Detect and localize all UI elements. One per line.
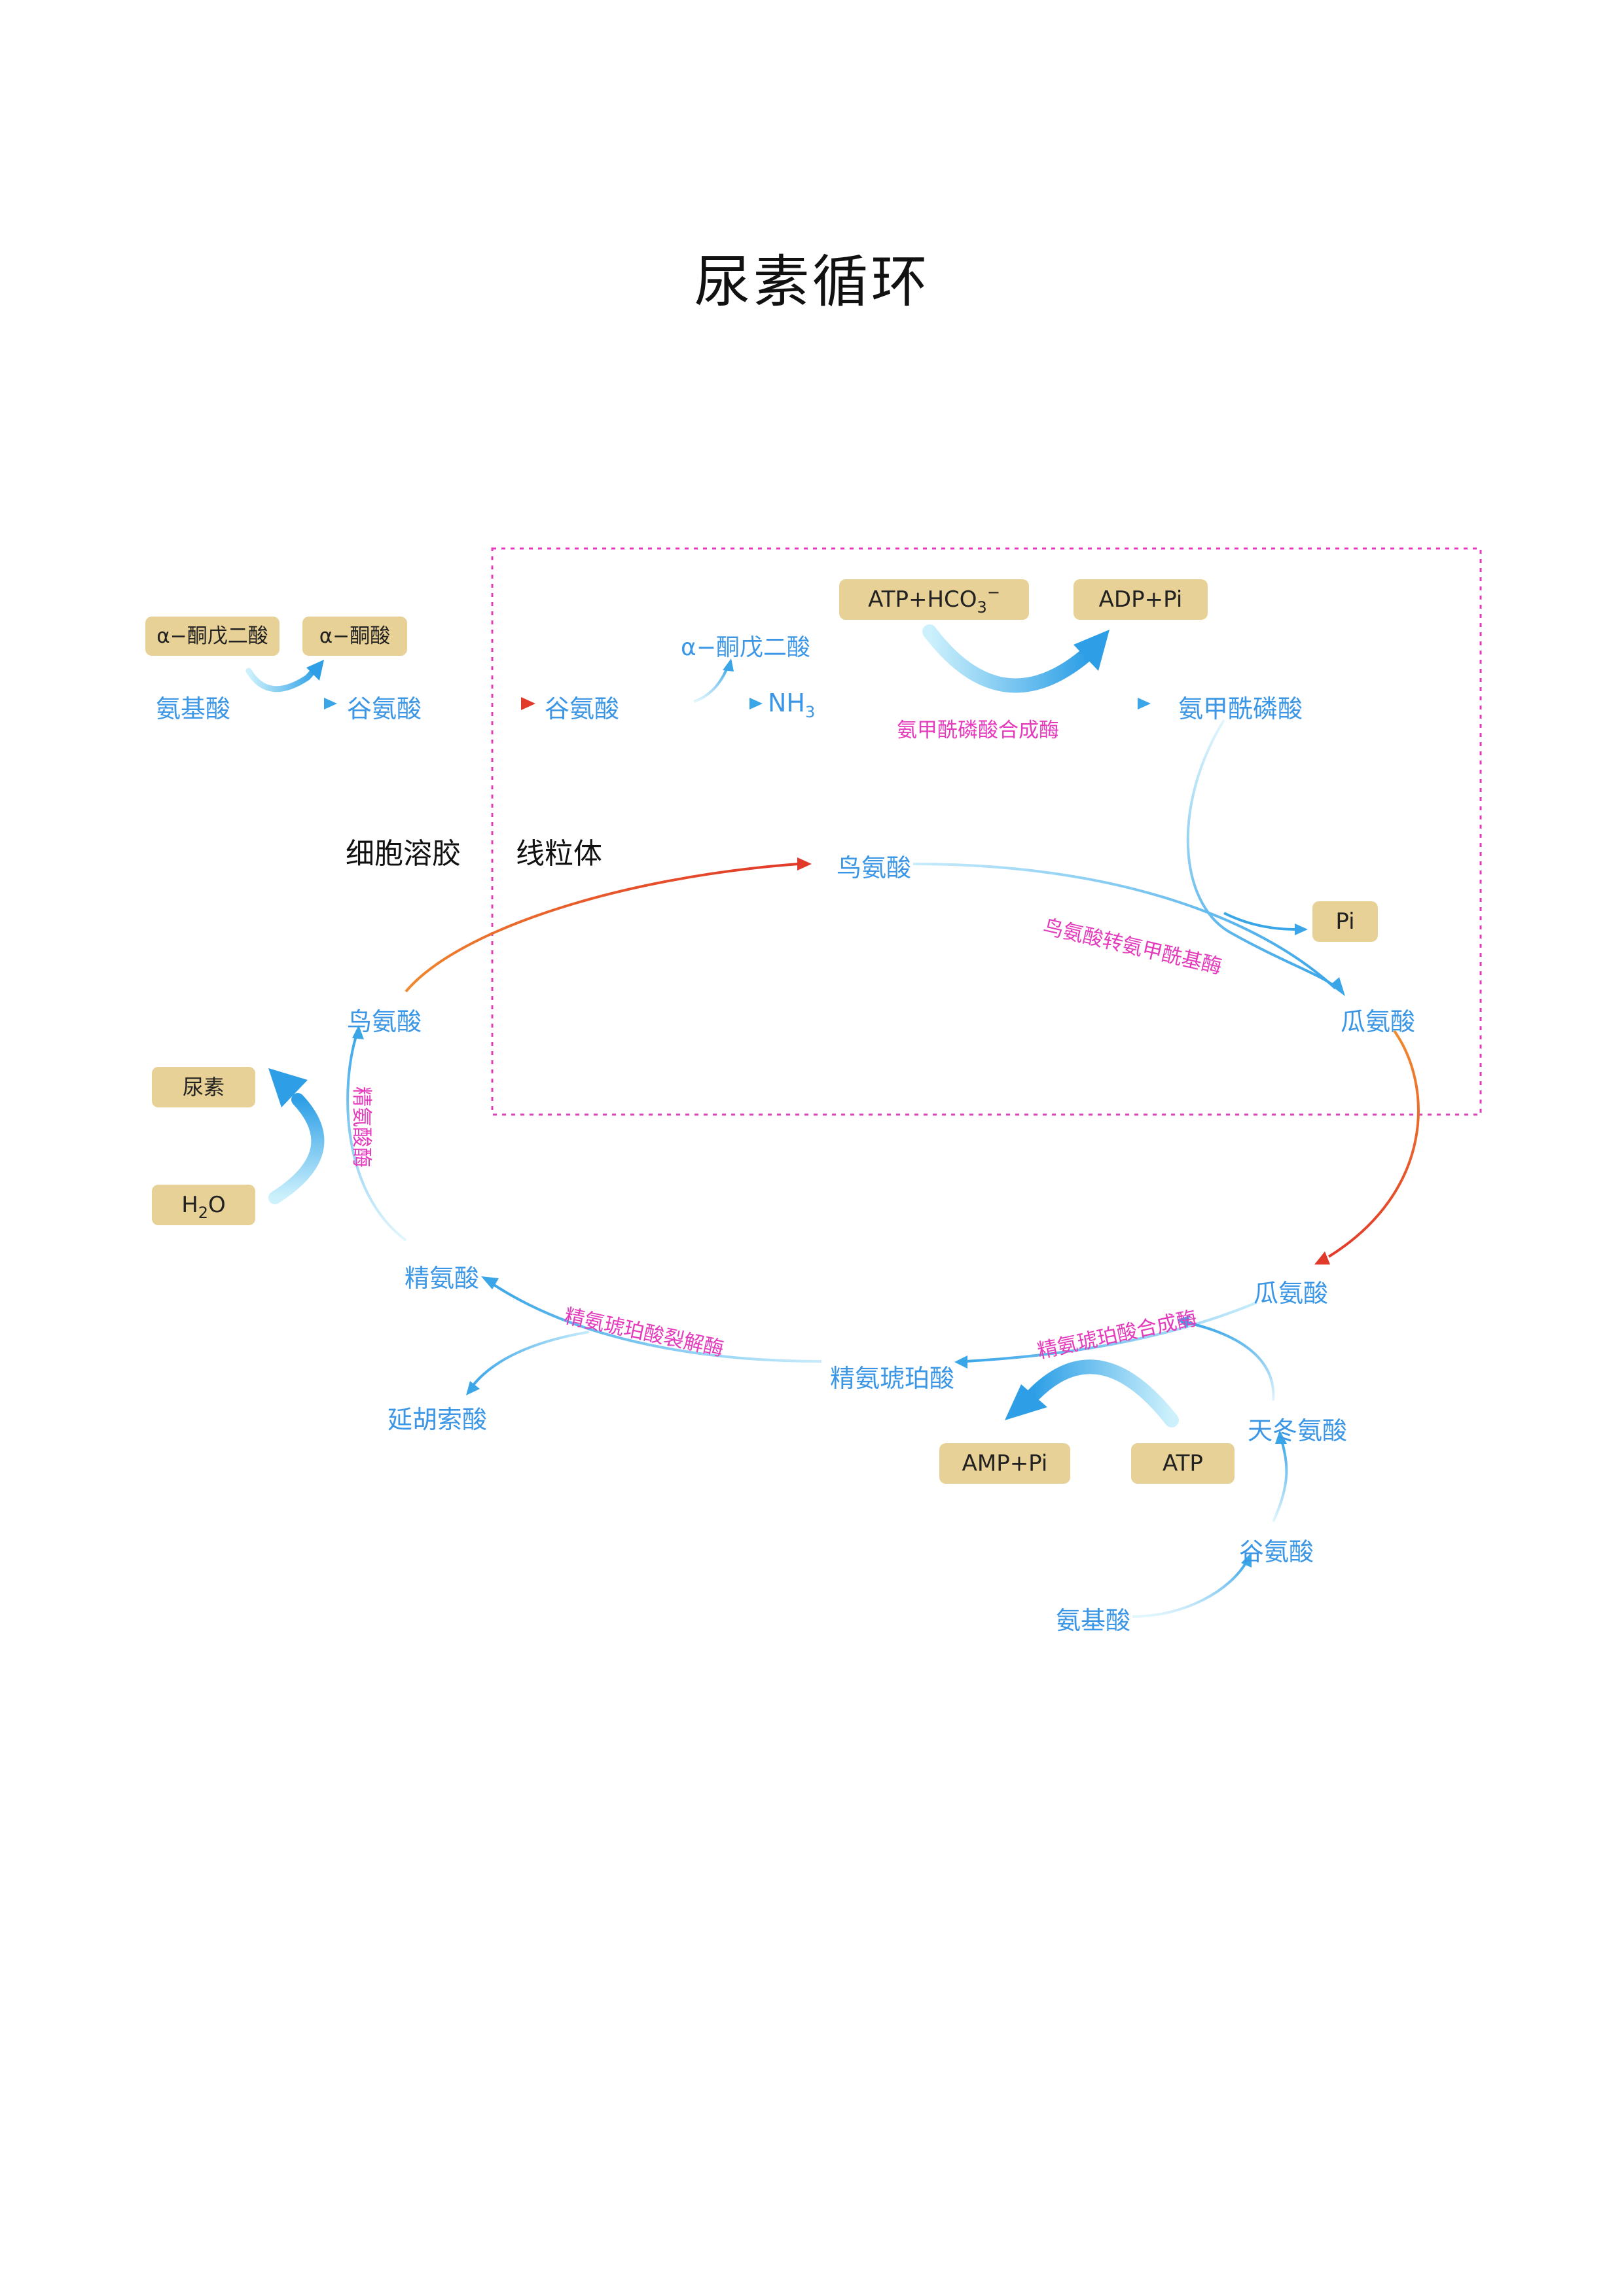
arrow-ornithine-transport — [405, 857, 812, 993]
arrow-to-pi — [1223, 912, 1308, 935]
arrow-aminoacid-to-glutamate — [244, 698, 337, 709]
metabolite-amino-acid-bottom: 氨基酸 — [1056, 1606, 1131, 1635]
box-alpha-ketoglutarate: α−酮戊二酸 — [145, 617, 280, 656]
region-label-cytosol: 细胞溶胶 — [346, 837, 461, 870]
arrow-aspartate-merge — [1177, 1316, 1275, 1401]
box-amp-pi: AMP+Pi — [939, 1443, 1070, 1484]
arrow-glutamate-to-aspartate — [1272, 1430, 1288, 1522]
metabolite-ornithine-cytosol: 鸟氨酸 — [347, 1007, 422, 1036]
arrow-argininosuccinate-to-arginine — [481, 1276, 822, 1363]
region-label-mitochondrion: 线粒体 — [516, 837, 602, 870]
metabolite-aspartate: 天冬氨酸 — [1248, 1416, 1348, 1445]
box-atp: ATP — [1131, 1443, 1235, 1484]
box-urea: 尿素 — [152, 1067, 255, 1107]
arrow-glutamate-transport — [427, 697, 535, 710]
arrow-arginine-to-ornithine — [346, 1025, 407, 1242]
box-alpha-keto-acid: α−酮酸 — [302, 617, 407, 656]
metabolite-glutamate-cytosol: 谷氨酸 — [347, 694, 422, 723]
arrow-citrulline-transport — [1314, 1030, 1420, 1265]
box-atp-hco3-subscript: 3 — [977, 598, 987, 617]
box-adp-pi-label: ADP+Pi — [1098, 586, 1183, 613]
metabolite-alpha-ketoglutarate-mito: α−酮戊二酸 — [681, 634, 810, 661]
metabolite-arginine: 精氨酸 — [405, 1264, 480, 1293]
enzyme-carbamoyl-phosphate-synthetase: 氨甲酰磷酸合成酶 — [897, 719, 1059, 742]
arrow-glutamate-to-nh3 — [627, 698, 763, 709]
metabolite-nh3: NH3 — [768, 689, 815, 721]
arrow-citrulline-to-argininosuccinate — [954, 1301, 1257, 1369]
arrow-bottom-aminoacid-to-glutamate — [1132, 1552, 1252, 1618]
metabolite-glutamate-bottom: 谷氨酸 — [1239, 1537, 1314, 1566]
arrow-atp-to-adp — [922, 624, 1110, 693]
arrow-glutamate-to-akg — [693, 658, 734, 703]
box-pi: Pi — [1312, 901, 1378, 942]
metabolite-citrulline-cytosol: 瓜氨酸 — [1254, 1279, 1329, 1308]
metabolite-carbamoyl-phosphate: 氨甲酰磷酸 — [1178, 694, 1303, 723]
metabolite-amino-acid-left: 氨基酸 — [156, 694, 231, 723]
metabolite-fumarate: 延胡索酸 — [388, 1405, 488, 1434]
box-h2o-subscript: 2 — [198, 1204, 209, 1222]
box-h2o: H2O — [152, 1185, 255, 1225]
arrow-h2o-to-urea — [268, 1068, 325, 1204]
arrow-nh3-to-carbamoyl — [830, 698, 1151, 709]
box-urea-label: 尿素 — [182, 1075, 225, 1100]
arrow-ornithine-to-citrulline — [912, 863, 1337, 990]
box-h2o-o: O — [208, 1192, 226, 1218]
box-pi-label: Pi — [1335, 908, 1355, 935]
arrow-atp-to-amp — [1005, 1359, 1179, 1427]
box-amp-pi-label: AMP+Pi — [962, 1450, 1048, 1477]
page-title: 尿素循环 — [694, 249, 930, 315]
metabolite-argininosuccinate: 精氨琥珀酸 — [830, 1364, 955, 1393]
box-adp-pi: ADP+Pi — [1074, 579, 1208, 620]
metabolite-glutamate-mito: 谷氨酸 — [545, 694, 620, 723]
box-h2o-h: H — [181, 1192, 198, 1218]
box-alpha-ketoglutarate-label: α−酮戊二酸 — [156, 624, 268, 648]
metabolite-ornithine-mito: 鸟氨酸 — [837, 853, 912, 882]
metabolite-nh3-label: NH — [768, 689, 805, 717]
arrow-akg-to-ketoacid — [245, 660, 324, 692]
mitochondrion-boundary — [491, 547, 1482, 1116]
arrow-carbamoyl-to-citrulline — [1186, 719, 1345, 996]
enzyme-arginase: 精氨酸酶 — [350, 1086, 373, 1168]
box-atp-hco3-superscript: − — [986, 583, 1000, 601]
metabolite-nh3-subscript: 3 — [805, 703, 816, 721]
box-atp-label: ATP — [1163, 1450, 1203, 1477]
arrow-to-fumarate — [466, 1331, 590, 1395]
metabolite-citrulline-mito: 瓜氨酸 — [1341, 1007, 1416, 1036]
box-alpha-keto-acid-label: α−酮酸 — [319, 624, 391, 648]
box-atp-hco3-label: ATP+HCO — [868, 586, 977, 613]
box-atp-hco3: ATP+HCO3− — [839, 579, 1029, 620]
